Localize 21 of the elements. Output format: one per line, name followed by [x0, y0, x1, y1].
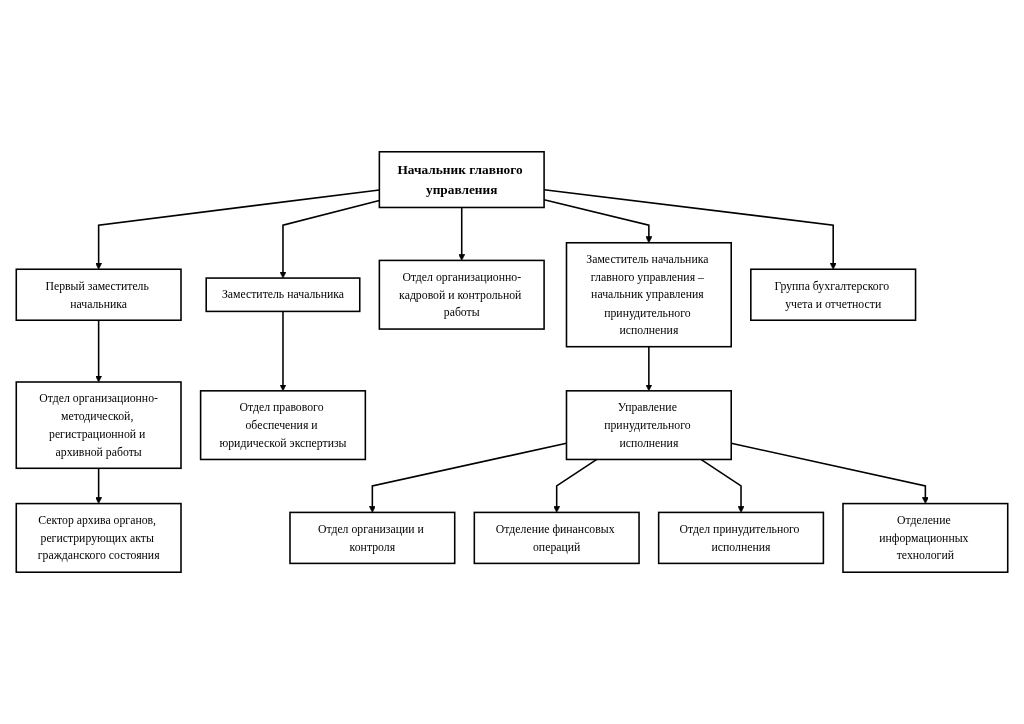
- node-box: Сектор архива органов, регистрирующих акты гражданского состояния: [15, 502, 182, 573]
- arrow: [645, 345, 653, 392]
- node-box: Отделение финансовых операций: [473, 511, 640, 565]
- arrow: [458, 206, 466, 261]
- node-box: Отдел принудительного исполнения: [657, 511, 825, 565]
- arrow: [95, 467, 103, 504]
- node-box: Заместитель начальника: [205, 277, 361, 313]
- node-box: Отдел организации и контроля: [289, 511, 456, 565]
- arrow: [95, 319, 103, 383]
- node-box: Первый заместитель начальника: [15, 268, 182, 321]
- node-box: Отдел организационно-методической, регистрационной и архивной работы: [15, 381, 182, 470]
- node-box: Заместитель начальника главного управления – начальник управления принудительного исполнения: [565, 242, 732, 348]
- node-box: Управление принудительного исполнения: [565, 390, 732, 461]
- node-box: Отделение информационных технологий: [842, 502, 1009, 573]
- arrow: [279, 310, 287, 392]
- node-box: Отдел правового обеспечения и юридической экспертизы: [199, 390, 367, 461]
- node-box: Начальник главного управления: [378, 151, 545, 209]
- arrow: [700, 458, 745, 513]
- arrow: [553, 458, 598, 513]
- node-box: Отдел организационно-кадровой и контрольной работы: [378, 259, 545, 330]
- node-box: Группа бухгалтерского учета и отчетности: [750, 268, 917, 321]
